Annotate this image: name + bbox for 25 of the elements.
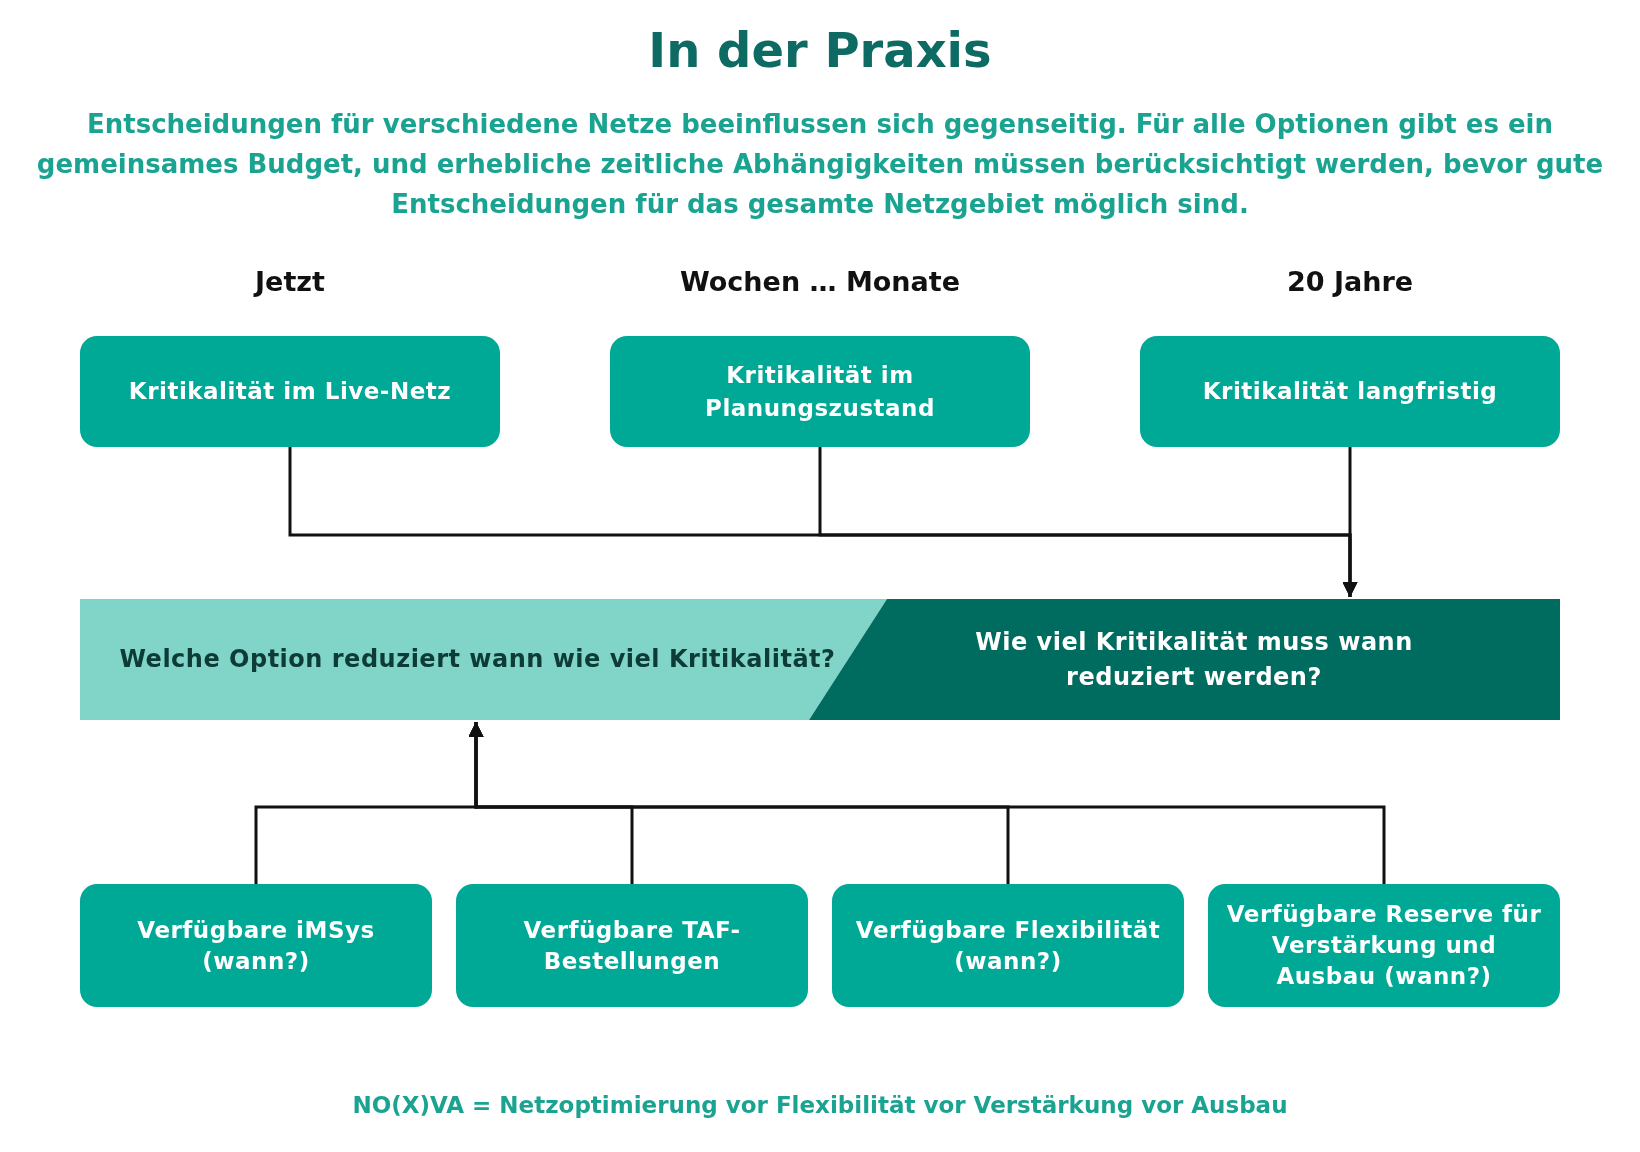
column-heading: 20 Jahre bbox=[1285, 266, 1415, 297]
process-box bbox=[80, 884, 432, 1007]
box-text: Wie viel Kritikalität muss wann reduziert werden? bbox=[974, 626, 1414, 693]
process-box bbox=[80, 336, 500, 447]
box-text: Welche Option reduziert wann wie viel Kritikalität? bbox=[118, 644, 837, 675]
connector-arrow bbox=[468, 722, 1386, 884]
box-text: Verfügbare TAF-Bestellungen bbox=[522, 915, 742, 976]
question-band bbox=[80, 599, 887, 720]
process-box bbox=[1140, 336, 1560, 447]
process-box bbox=[456, 884, 808, 1007]
box-text: Kritikalität im Live-Netz bbox=[127, 377, 453, 406]
box-text: Verfügbare Flexibilität (wann?) bbox=[854, 915, 1162, 976]
column-heading: Wochen … Monate bbox=[679, 266, 961, 297]
box-text: Kritikalität langfristig bbox=[1201, 377, 1499, 406]
footnote-text: NO(X)VA = Netzoptimierung vor Flexibilität vor Verstärkung vor Ausbau bbox=[351, 1092, 1289, 1118]
process-box bbox=[832, 884, 1184, 1007]
title: In der Praxis bbox=[647, 22, 993, 78]
connector-arrow bbox=[1342, 447, 1358, 597]
box-text: Verfügbare iMSys (wann?) bbox=[136, 915, 376, 976]
subtitle-text: Entscheidungen für verschiedene Netze beeinflussen sich gegenseitig. Für alle Optionen gibt es ein gemeinsames Budget, und erhebliche zeitliche Abhängigkeiten müssen berücksichtigt werden, bevor gute Entscheidungen für das gesamte Netzgebiet möglich sind. bbox=[35, 108, 1605, 221]
box-text: Verfügbare Reserve für Verstärkung und Ausbau (wann?) bbox=[1225, 900, 1543, 991]
column-heading: Jetzt bbox=[252, 266, 326, 297]
process-box bbox=[1208, 884, 1560, 1007]
process-box bbox=[610, 336, 1030, 447]
box-text: Kritikalität im Planungszustand bbox=[704, 360, 936, 423]
